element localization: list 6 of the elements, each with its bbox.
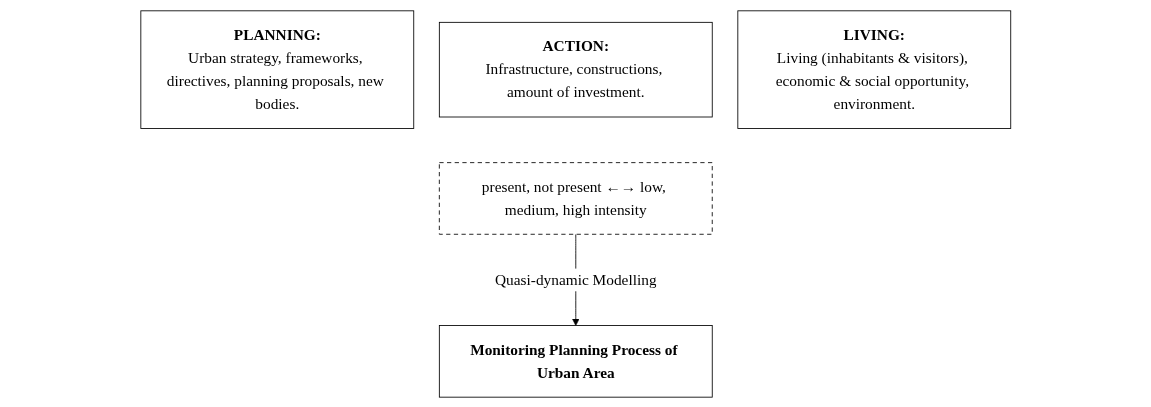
node-box: PLANNING: Urban strategy, frameworks, directives, planning proposals, new bodies. [140,9,414,129]
node-box: Monitoring Planning Process of Urban Area [438,324,713,398]
node-box: present, not present ←→ low, medium, high intensity [438,161,713,235]
node-box: ACTION: Infrastructure, constructions, amount of investment. [438,21,713,117]
node-box: LIVING: Living (inhabitants & visitors), economic & social opportunity, environment. [737,9,1011,129]
edge-label: Quasi-dynamic Modelling [494,270,657,288]
